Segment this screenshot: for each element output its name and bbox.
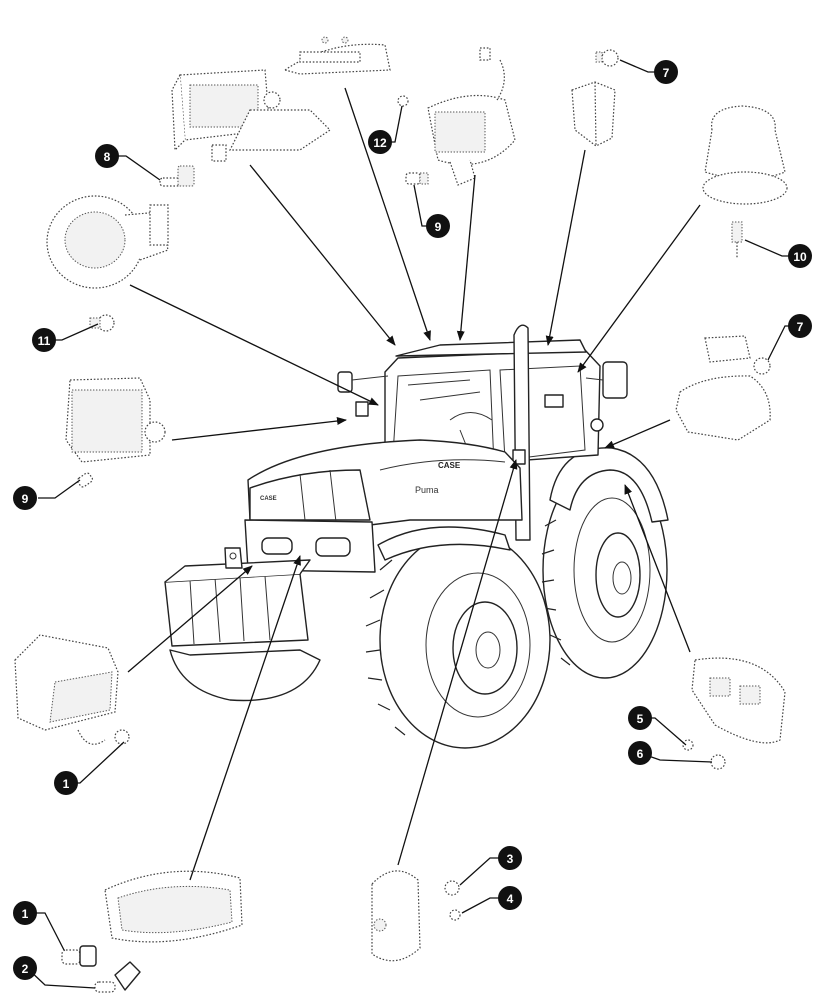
bulb-11 — [89, 314, 115, 332]
leader-lines — [26, 59, 800, 989]
svg-text:4: 4 — [507, 892, 514, 906]
bulb-7-top — [601, 49, 619, 67]
callout-1-upper: 1 — [54, 771, 78, 795]
front-weights — [164, 547, 311, 647]
svg-text:2: 2 — [22, 962, 29, 976]
bulb-12 — [397, 95, 409, 107]
callout-1-lower: 1 — [13, 901, 37, 925]
svg-text:11: 11 — [38, 334, 51, 348]
callout-4: 4 — [498, 886, 522, 910]
front-tire — [365, 531, 551, 749]
svg-text:7: 7 — [797, 320, 804, 334]
indicator-lamp — [371, 870, 421, 962]
bulb-1-lower — [61, 945, 97, 967]
callout-11: 11 — [32, 328, 56, 352]
svg-text:10: 10 — [793, 250, 807, 264]
callout-6: 6 — [628, 741, 652, 765]
callout-2: 2 — [13, 956, 37, 980]
hood: CASE Puma CASE — [247, 439, 523, 531]
side-lamp-left — [46, 195, 169, 289]
cab — [337, 339, 628, 471]
callout-9-top: 9 — [426, 214, 450, 238]
callout-7-right: 7 — [788, 314, 812, 338]
svg-text:7: 7 — [663, 66, 670, 80]
callout-7-top: 7 — [654, 60, 678, 84]
roof-work-lamp — [427, 47, 516, 186]
bulb-4 — [449, 909, 461, 921]
roof-light — [283, 36, 391, 75]
bulb-8 — [159, 165, 195, 187]
side-marker-right — [675, 335, 771, 441]
callout-12: 12 — [368, 130, 392, 154]
hood-logo: CASE — [260, 496, 277, 502]
callout-3: 3 — [498, 846, 522, 870]
clearance-lamp-top — [571, 81, 616, 147]
callout-8: 8 — [95, 144, 119, 168]
svg-text:6: 6 — [637, 747, 644, 761]
rotating-beacon — [702, 105, 788, 258]
bulb-6 — [710, 754, 726, 770]
svg-text:9: 9 — [22, 492, 29, 506]
svg-text:3: 3 — [507, 852, 514, 866]
svg-text:8: 8 — [104, 150, 111, 164]
bulb-5 — [682, 739, 694, 751]
front-grille — [244, 519, 376, 573]
callout-5: 5 — [628, 706, 652, 730]
svg-text:1: 1 — [22, 907, 29, 921]
cab-logo: CASE — [438, 461, 461, 470]
grille-light-lower — [104, 870, 243, 943]
callout-10: 10 — [788, 244, 812, 268]
front-headlight-right — [315, 537, 351, 557]
rear-tail-lamp — [691, 657, 786, 744]
front-headlight-left — [261, 537, 293, 555]
svg-text:1: 1 — [63, 777, 70, 791]
front-headlamp-unit — [14, 634, 130, 745]
bulb-3 — [444, 880, 460, 896]
front-work-lamp-left — [65, 377, 166, 463]
svg-text:12: 12 — [373, 136, 387, 150]
callout-9-left: 9 — [13, 486, 37, 510]
cab-work-lamp — [171, 69, 331, 162]
svg-text:9: 9 — [435, 220, 442, 234]
bulb-2-lower — [94, 961, 141, 993]
model-badge: Puma — [415, 485, 439, 495]
svg-text:5: 5 — [637, 712, 644, 726]
tractor: CASE Puma CASE — [164, 324, 669, 749]
bulb-9-top — [405, 172, 429, 185]
bulb-9-left — [76, 472, 94, 488]
rear-tire — [541, 461, 668, 679]
